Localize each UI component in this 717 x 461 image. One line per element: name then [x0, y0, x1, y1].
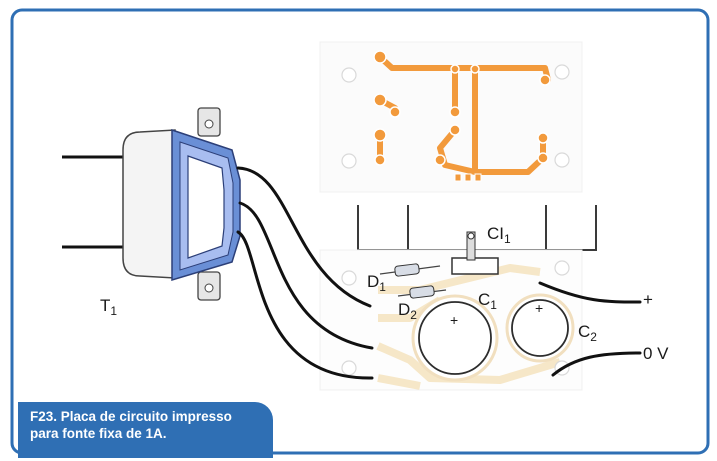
diode-d2 [397, 285, 447, 299]
output-wires [538, 281, 642, 377]
label-d2: D2 [398, 300, 417, 322]
caption-id: F23. [30, 409, 58, 424]
label-zero-v: 0 V [643, 344, 669, 363]
transformer-t1 [122, 107, 241, 301]
input-wires [62, 155, 125, 249]
label-d1: D1 [367, 272, 386, 294]
label-ci1: CI1 [487, 224, 511, 246]
capacitor-c2 [505, 293, 575, 363]
ic-regulator [451, 231, 499, 275]
diode-d1 [379, 263, 441, 277]
label-c1: C1 [478, 290, 497, 312]
label-plus-output: + [643, 290, 653, 309]
label-c2-plus: + [535, 300, 544, 316]
pcb-copper-side [319, 41, 583, 193]
capacitor-c1 [411, 294, 499, 382]
caption-line2: para fonte fixa de 1A. [30, 426, 167, 441]
figure-caption: F23. Placa de circuito impresso para fon… [18, 402, 273, 458]
label-c2: C2 [578, 322, 597, 344]
label-c1-plus: + [450, 312, 459, 328]
secondary-wires [236, 166, 374, 380]
label-t1: T1 [100, 296, 118, 318]
caption-line1: Placa de circuito impresso [60, 409, 232, 424]
